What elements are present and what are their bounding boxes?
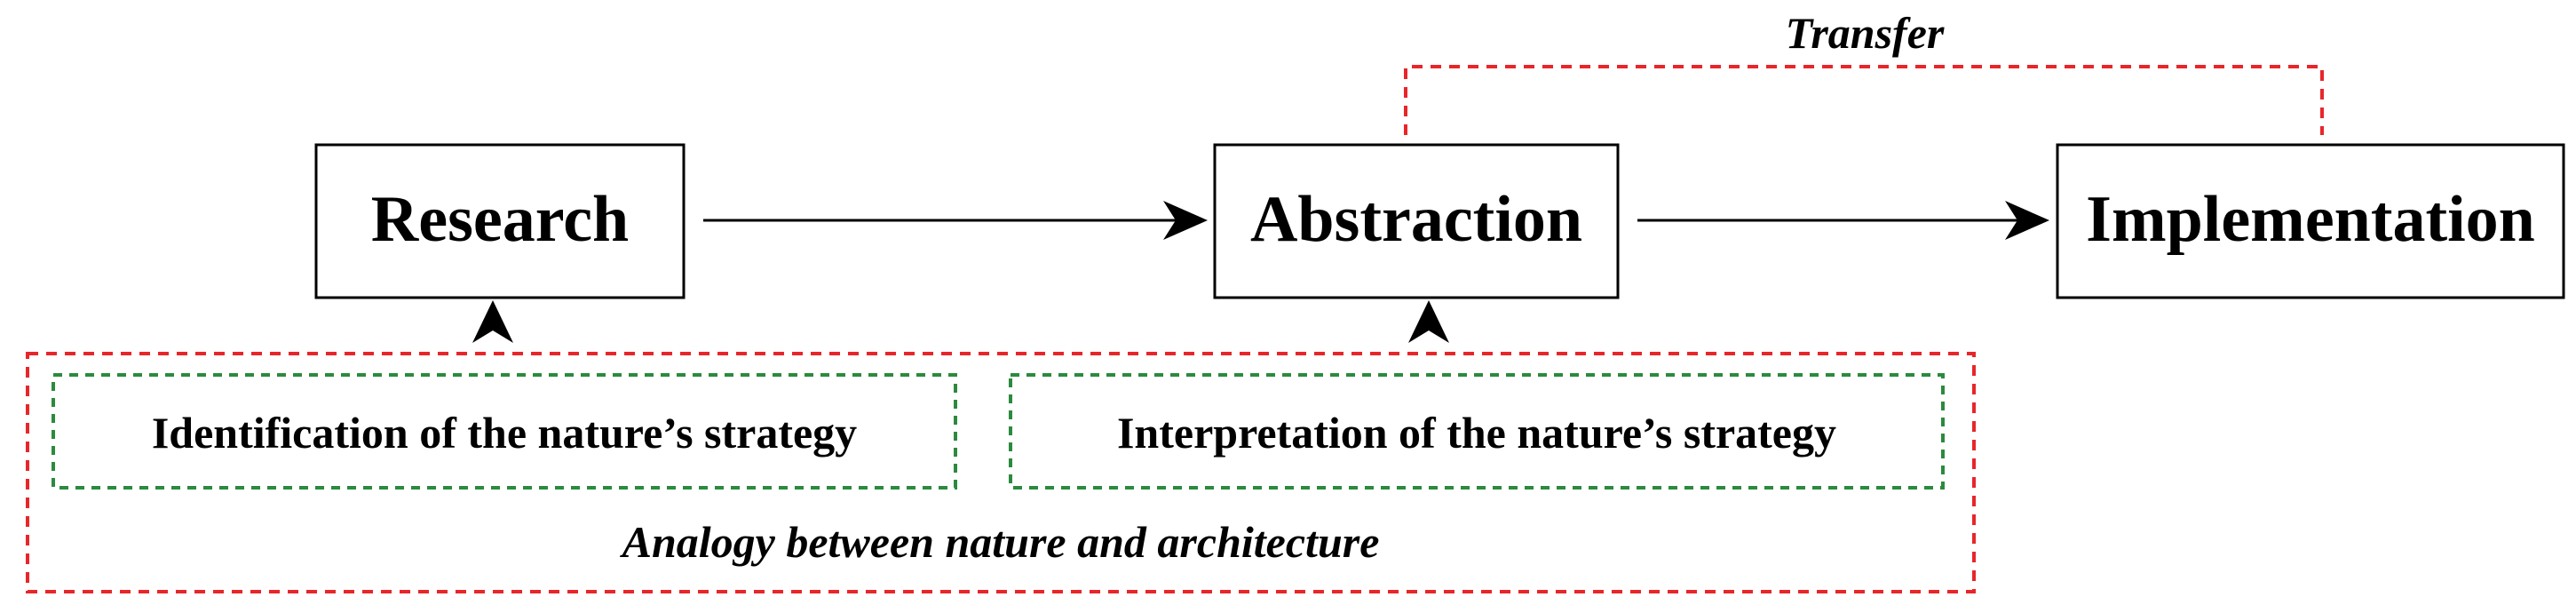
identification-label: Identification of the nature’s strategy (151, 408, 858, 458)
abstraction-box (1213, 143, 1620, 299)
implementation-label: Implementation (2086, 183, 2535, 256)
arrow-research-to-abstraction (703, 201, 1208, 240)
interpretation-label: Interpretation of the nature’s strategy (1116, 408, 1837, 458)
abstraction-label: Abstraction (1249, 183, 1583, 256)
research-label: Research (370, 183, 630, 256)
transfer-label: Transfer (1785, 8, 1945, 58)
analogy-label: Analogy between nature and architecture (622, 517, 1380, 567)
analogy-box (26, 352, 1976, 593)
implementation-box (2056, 143, 2565, 299)
up-arrowhead-abstraction (1408, 300, 1449, 343)
arrow-abstraction-to-implementation (1637, 201, 2049, 240)
identification-box (52, 373, 957, 490)
transfer-bracket (1404, 65, 2324, 135)
research-box (314, 143, 686, 299)
interpretation-box (1009, 373, 1945, 490)
up-arrowhead-research (472, 300, 513, 343)
